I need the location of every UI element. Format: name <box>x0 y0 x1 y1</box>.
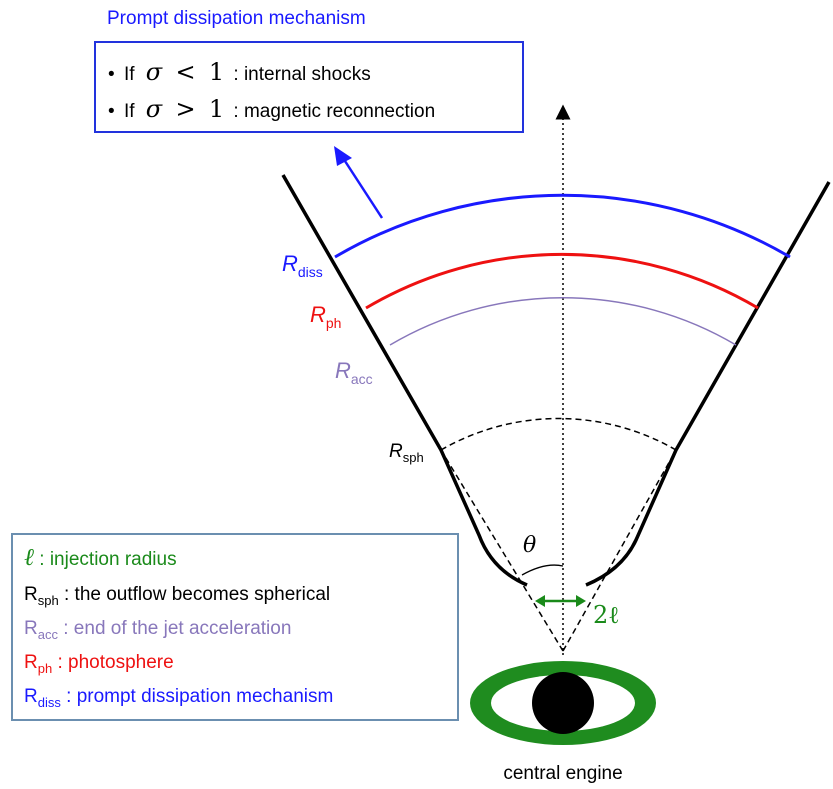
label-r-ph: Rph <box>310 302 341 331</box>
jet-wall-right <box>586 182 829 585</box>
arc-r-sph <box>441 419 676 450</box>
label-r-sph: Rsph <box>389 441 424 465</box>
dissipation-arrow <box>343 158 382 218</box>
label-r-diss: Rdiss <box>282 251 323 280</box>
top-heading: Prompt dissipation mechanism <box>107 8 366 29</box>
dissipation-arrow-head <box>334 146 352 166</box>
two-ell-label: 2ℓ <box>593 601 620 629</box>
cone-line-left <box>441 450 563 651</box>
arc-r-ph <box>366 254 758 308</box>
legend-item-r-acc: Racc : end of the jet acceleration <box>24 618 291 642</box>
legend-item-r-diss: Rdiss : prompt dissipation mechanism <box>24 686 333 710</box>
two-ell-arrow-head-right <box>576 595 586 607</box>
label-r-acc: Racc <box>335 358 373 387</box>
engine-core <box>532 672 594 734</box>
theta-arc <box>522 565 563 575</box>
two-ell-arrow-head-left <box>535 595 545 607</box>
jet-wall-left <box>283 175 527 585</box>
theta-label: θ <box>523 533 536 558</box>
engine-label: central engine <box>503 763 622 784</box>
legend-item-r-sph: Rsph : the outflow becomes spherical <box>24 584 330 608</box>
